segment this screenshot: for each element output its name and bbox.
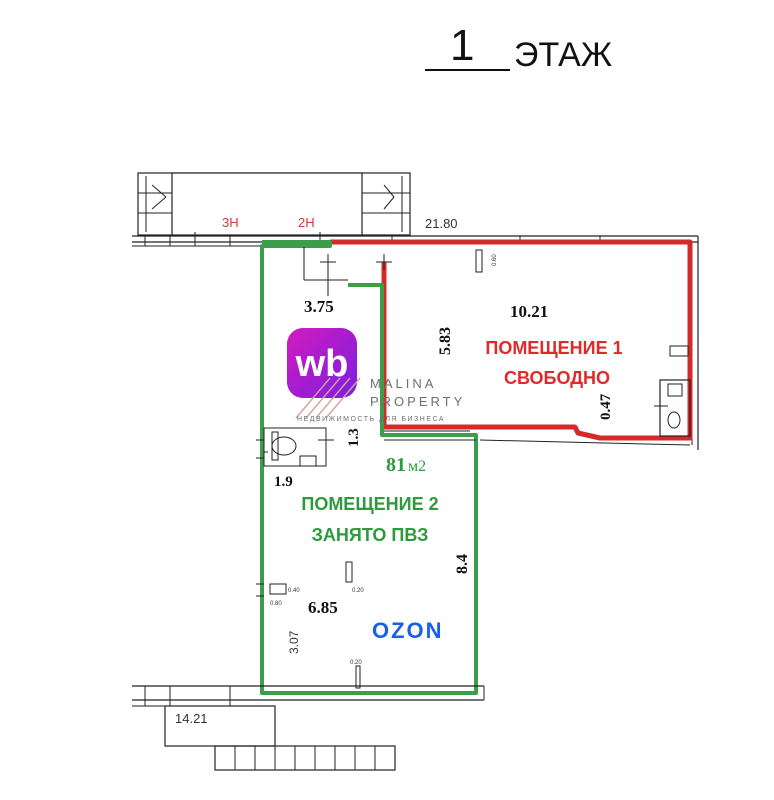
bathroom-fixtures (256, 427, 334, 467)
fixture-label-e: 0.40 (288, 588, 300, 594)
floor-title: 1 ЭТАЖ (425, 21, 612, 74)
dim-room2-top-width: 3.75 (304, 297, 334, 316)
axis-label-2h: 2Н (298, 215, 315, 230)
room2-outline (260, 240, 478, 695)
dim-room1-height: 5.83 (437, 327, 454, 355)
room1-status: СВОБОДНО (504, 368, 610, 388)
brand-watermark: wb MALINA PROPERTY НЕДВИЖИМОСТЬ ДЛЯ БИЗН… (287, 328, 465, 423)
dim-left-side: 3.07 (287, 630, 301, 654)
room2-status: ЗАНЯТО ПВЗ (312, 525, 429, 545)
room1-fixtures: 0.60 (384, 249, 691, 446)
room2-title: ПОМЕЩЕНИЕ 2 (301, 494, 438, 514)
top-porch (137, 172, 411, 236)
fixture-label-d: 0.20 (350, 660, 362, 666)
brand-tagline: НЕДВИЖИМОСТЬ ДЛЯ БИЗНЕСА (297, 416, 445, 423)
dim-room2-length: 8.4 (454, 554, 471, 574)
bottom-wall (132, 685, 485, 771)
floor-label: ЭТАЖ (514, 36, 612, 74)
dim-bottom-width: 14.21 (175, 711, 208, 726)
floor-number: 1 (450, 21, 474, 70)
room2-fixtures: 0.20 0.80 0.40 0.20 (256, 561, 364, 689)
axis-label-3h: 3Н (222, 215, 239, 230)
dim-room2-width: 6.85 (308, 598, 338, 617)
ozon-logo: OZON (372, 618, 444, 643)
brand-name-line2: PROPERTY (370, 394, 465, 409)
brand-name-line1: MALINA (370, 376, 436, 391)
dim-room1-width: 10.21 (510, 302, 548, 321)
dim-top-width: 21.80 (425, 216, 458, 231)
fixture-label-a: 0.60 (492, 254, 498, 266)
dim-small-offset: 0.47 (598, 393, 614, 420)
room1-title: ПОМЕЩЕНИЕ 1 (485, 338, 622, 358)
wb-logo-badge (287, 328, 357, 398)
entrance-door (303, 247, 392, 296)
dim-bath-width: 1.9 (274, 474, 293, 490)
room1-outline (330, 239, 693, 441)
malina-mark (295, 377, 361, 419)
fixture-label-c: 0.80 (270, 601, 282, 607)
fixture-label-b: 0.20 (352, 588, 364, 594)
dim-bath-depth: 1.3 (346, 428, 362, 447)
